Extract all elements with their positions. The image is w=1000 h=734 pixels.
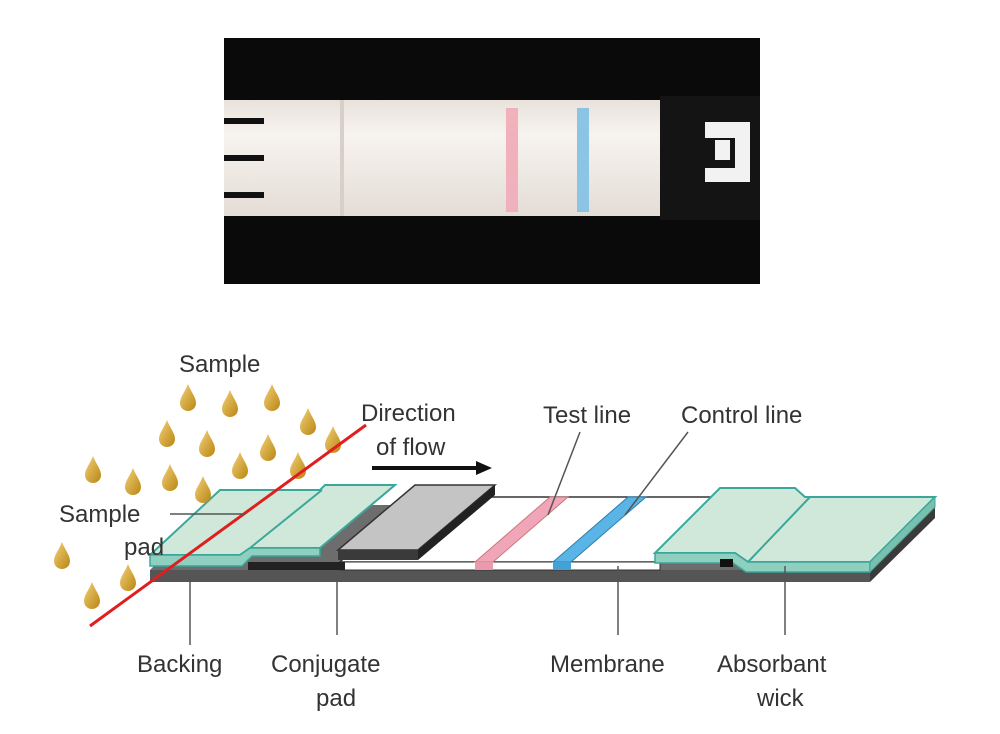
label-wick: wick <box>756 685 805 712</box>
label-backing: Backing <box>137 651 222 678</box>
label-sample-pad-1: Sample <box>59 501 140 528</box>
test-strip-photo <box>224 38 760 284</box>
label-test-line: Test line <box>543 402 631 429</box>
leader-lines <box>170 431 786 645</box>
test-line-band <box>506 108 518 212</box>
flow-arrow-icon <box>372 461 492 475</box>
conjugate-pad <box>248 484 498 570</box>
label-direction: Direction <box>361 400 456 427</box>
label-sample-pad-2: pad <box>124 534 164 561</box>
label-conjugate: Conjugate <box>271 651 380 678</box>
label-sample: Sample <box>179 351 260 378</box>
label-conjugate-pad: pad <box>316 685 356 712</box>
label-absorbant: Absorbant <box>717 651 827 678</box>
label-control-line: Control line <box>681 402 802 429</box>
label-membrane: Membrane <box>550 651 665 678</box>
absorbant-wick <box>652 487 938 574</box>
label-of-flow: of flow <box>376 434 446 461</box>
control-line-band <box>577 108 589 212</box>
sample-boundary-line <box>89 423 367 628</box>
